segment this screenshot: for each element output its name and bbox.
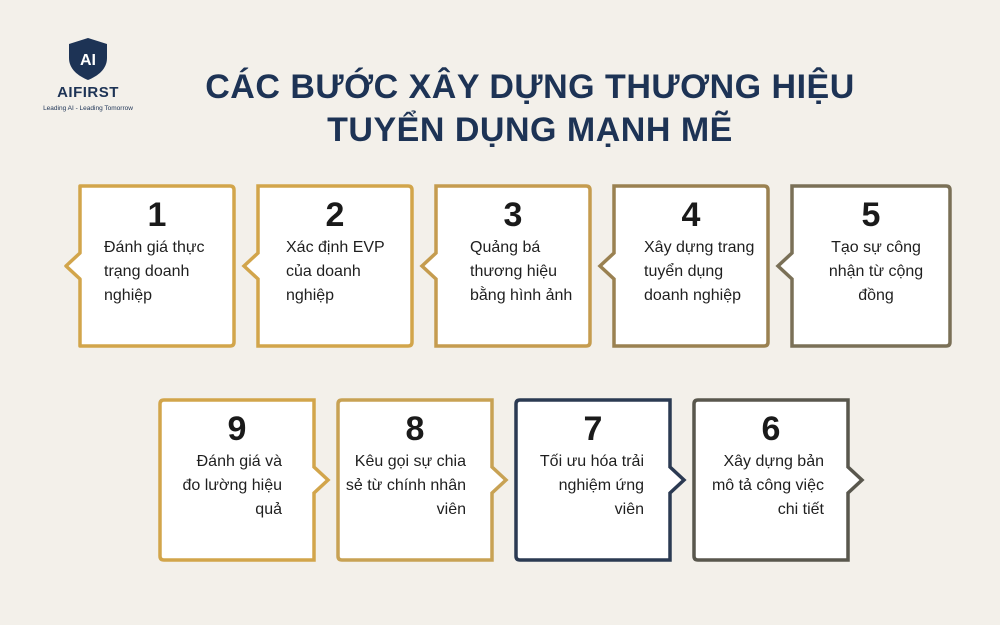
title-line-2: TUYỂN DỤNG MẠNH MẼ	[327, 111, 733, 149]
step-frame-9	[158, 398, 331, 562]
step-number-6: 6	[761, 410, 781, 448]
step-number-2: 2	[325, 196, 345, 234]
step-frame-3	[419, 184, 592, 348]
brand-tagline: Leading AI - Leading Tomorrow	[43, 105, 133, 112]
step-text-4: Xây dựng trang tuyển dụng doanh nghiệp	[644, 239, 755, 304]
step-number-9: 9	[227, 410, 247, 448]
step-text-1: Đánh giá thực trạng doanh nghiệp	[104, 239, 205, 304]
title-line-1: CÁC BƯỚC XÂY DỰNG THƯƠNG HIỆU	[205, 68, 855, 106]
page-title: CÁC BƯỚC XÂY DỰNG THƯƠNG HIỆU TUYỂN DỤNG…	[170, 66, 890, 152]
step-frame-5	[775, 184, 952, 348]
brand-logo: AI AIFIRST Leading AI - Leading Tomorrow	[28, 36, 148, 112]
step-text-5: Tạo sự công nhận từ cộng đồng	[828, 239, 924, 304]
step-number-3: 3	[503, 196, 523, 234]
step-number-1: 1	[147, 196, 167, 234]
step-number-5: 5	[861, 196, 881, 234]
step-text-9: Đánh giá và đo lường hiệu quả	[182, 453, 283, 518]
step-frame-7	[514, 398, 687, 562]
step-number-4: 4	[681, 196, 701, 234]
step-frame-4	[597, 184, 770, 348]
shield-icon: AI	[69, 38, 107, 80]
step-text-6: Xây dựng bản mô tả công việc chi tiết	[711, 453, 824, 518]
logo-letters: AI	[80, 52, 96, 69]
step-text-8: Kêu gọi sự chia sẻ từ chính nhân viên	[345, 453, 466, 518]
step-frame-2	[241, 184, 414, 348]
step-text-3: Quảng bá thương hiệu bằng hình ảnh	[470, 239, 573, 304]
brand-name: AIFIRST	[57, 84, 119, 101]
step-number-7: 7	[583, 410, 603, 448]
step-number-8: 8	[405, 410, 425, 448]
step-text-7: Tối ưu hóa trải nghiệm ứng viên	[539, 453, 644, 518]
step-frame-8	[336, 398, 509, 562]
step-text-2: Xác định EVP của doanh nghiệp	[286, 239, 385, 304]
step-frame-1	[64, 184, 236, 348]
step-frame-6	[692, 398, 865, 562]
